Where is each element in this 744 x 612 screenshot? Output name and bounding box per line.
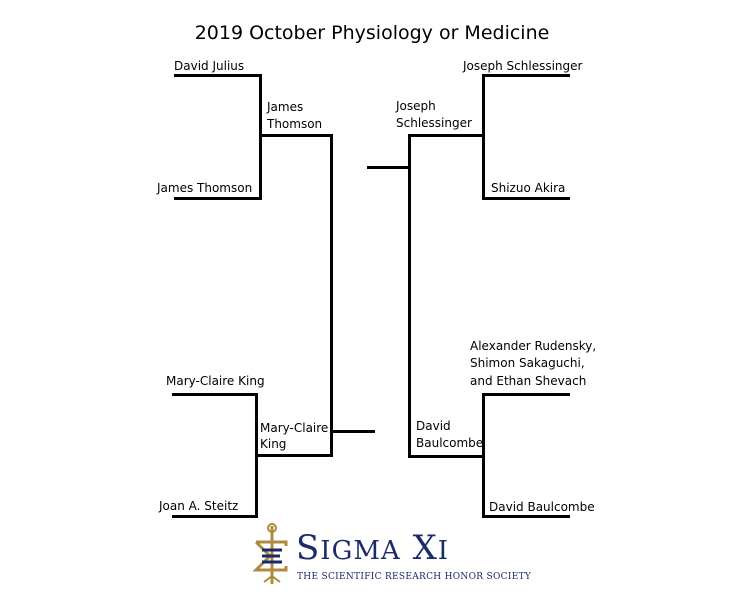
logo-wordmark: SIGMA XI (296, 528, 449, 568)
winner-label: Schlessinger (396, 116, 472, 130)
bracket-line (174, 74, 262, 77)
entrant-label: Joseph Schlessinger (463, 59, 583, 73)
bracket-line (482, 197, 570, 200)
winner-label: Joseph (396, 99, 436, 113)
entrant-label: Shimon Sakaguchi, (470, 356, 585, 370)
winner-label: Mary-Claire (260, 421, 329, 435)
entrant-label: Alexander Rudensky, (470, 339, 597, 353)
bracket-line (482, 74, 570, 77)
bracket-line (408, 134, 485, 137)
entrant-label: Joan A. Steitz (159, 499, 239, 513)
bracket-line (172, 393, 258, 396)
winner-label: King (260, 437, 287, 451)
sigma-xi-logo: SIGMA XI THE SCIENTIFIC RESEARCH HONOR S… (250, 522, 531, 588)
bracket-line (482, 515, 570, 518)
bracket-line (174, 197, 262, 200)
entrant-label: and Ethan Shevach (470, 374, 587, 388)
bracket-line (259, 74, 262, 200)
winner-label: Thomson (267, 117, 323, 131)
winner-label: James (267, 100, 304, 114)
entrant-label: David Julius (174, 59, 245, 73)
logo-letter: X (412, 528, 438, 568)
bracket-line (255, 454, 333, 457)
winner-label: Baulcombe (416, 436, 484, 450)
entrant-label: Mary-Claire King (166, 374, 265, 388)
entrant-label: David Baulcombe (489, 500, 595, 514)
bracket-line (330, 134, 333, 457)
bracket-line (482, 74, 485, 200)
bracket-line (482, 393, 570, 396)
entrant-label: James Thomson (157, 181, 253, 195)
chart-title: 2019 October Physiology or Medicine (194, 22, 550, 44)
entrant-label: Shizuo Akira (491, 181, 566, 195)
bracket-line (172, 515, 258, 518)
bracket-line (408, 134, 411, 458)
logo-tagline: THE SCIENTIFIC RESEARCH HONOR SOCIETY (297, 572, 532, 582)
bracket-line (408, 455, 485, 458)
winner-label: David (416, 419, 451, 433)
logo-letters: I (437, 536, 450, 566)
bracket-line (259, 134, 333, 137)
logo-letter: S (296, 528, 321, 568)
bracket-line (367, 166, 411, 169)
bracket-line (330, 430, 375, 433)
logo-letters: IGMA (320, 536, 401, 566)
sigma-xi-emblem-icon (252, 523, 288, 584)
